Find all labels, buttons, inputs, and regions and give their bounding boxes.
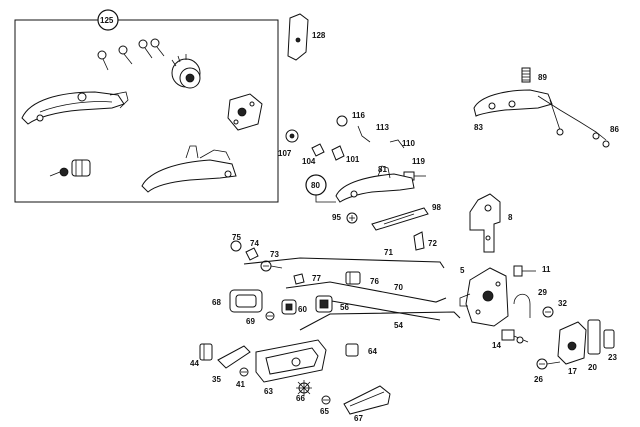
screw-69 — [265, 311, 275, 321]
trim-strip-98 — [371, 207, 429, 231]
outer-handle-inset-left — [21, 91, 129, 125]
callout-69: 69 — [246, 317, 255, 326]
screw-32 — [542, 306, 554, 318]
lock-housing — [227, 93, 263, 131]
callout-75: 75 — [232, 233, 241, 242]
plate-23 — [603, 329, 615, 349]
bracket-128 — [287, 13, 309, 61]
callout-41: 41 — [236, 380, 245, 389]
bolt-14 — [501, 329, 529, 344]
key-113 — [357, 125, 371, 143]
rod-54 — [299, 311, 461, 331]
washer-75 — [230, 240, 242, 252]
callout-81: 81 — [378, 165, 387, 174]
cylinder-insert — [49, 159, 91, 177]
callout-11: 11 — [542, 265, 551, 274]
callout-66: 66 — [296, 394, 305, 403]
callout-70: 70 — [394, 283, 403, 292]
callout-60: 60 — [298, 305, 307, 314]
callout-17: 17 — [568, 367, 577, 376]
lever-35 — [217, 345, 251, 369]
screw-11 — [513, 265, 536, 277]
door-lock-5 — [459, 267, 509, 327]
callout-116: 116 — [352, 111, 365, 120]
screw-73 — [260, 260, 283, 272]
callout-80: 80 — [311, 181, 320, 190]
callout-76: 76 — [370, 277, 379, 286]
callout-110: 110 — [402, 139, 415, 148]
lock-cylinder — [171, 54, 201, 89]
callout-71: 71 — [384, 248, 393, 257]
callout-35: 35 — [212, 375, 221, 384]
clip-77 — [293, 273, 305, 285]
outer-handle-assembly — [473, 89, 610, 148]
spring-89 — [521, 67, 531, 83]
lock-bracket-8 — [469, 193, 501, 253]
callout-26: 26 — [534, 375, 543, 384]
callout-8: 8 — [508, 213, 513, 222]
cap-60 — [281, 299, 297, 315]
lever-72 — [413, 231, 425, 251]
callout-125: 125 — [100, 16, 114, 25]
callout-20: 20 — [588, 363, 597, 372]
callout-98: 98 — [432, 203, 441, 212]
callout-72: 72 — [428, 239, 437, 248]
outer-handle-inset-right — [141, 145, 237, 193]
callout-68: 68 — [212, 298, 221, 307]
outer-handle-81 — [335, 165, 415, 203]
callout-63: 63 — [264, 387, 273, 396]
callout-119: 119 — [412, 157, 425, 166]
callout-5: 5 — [460, 266, 465, 275]
callout-23: 23 — [608, 353, 617, 362]
callout-labels: 125 128 89 83 86 116 113 107 104 101 110… — [100, 16, 619, 423]
clip-29 — [513, 293, 531, 318]
screw-65 — [321, 395, 331, 405]
callout-32: 32 — [558, 299, 567, 308]
clip-76 — [345, 271, 361, 285]
callout-44: 44 — [190, 359, 199, 368]
cap-64 — [345, 343, 359, 357]
washer-66 — [296, 380, 312, 396]
callout-95: 95 — [332, 213, 341, 222]
callout-77: 77 — [312, 274, 321, 283]
rod-70 — [285, 281, 447, 303]
rod-71 — [243, 257, 445, 269]
washer-116 — [336, 115, 348, 127]
striker-17 — [557, 321, 587, 365]
handle-housing-63 — [255, 339, 327, 383]
inner-handle-68 — [229, 289, 263, 313]
callout-83: 83 — [474, 123, 483, 132]
callout-65: 65 — [320, 407, 329, 416]
callout-89: 89 — [538, 73, 547, 82]
key-110 — [389, 139, 405, 149]
callout-86: 86 — [610, 125, 619, 134]
callout-73: 73 — [270, 250, 279, 259]
key-101 — [331, 145, 345, 161]
bezel-44 — [199, 343, 213, 361]
callout-113: 113 — [376, 123, 389, 132]
callout-101: 101 — [346, 155, 360, 164]
callout-74: 74 — [250, 239, 259, 248]
callout-104: 104 — [302, 157, 316, 166]
callout-54: 54 — [394, 321, 403, 330]
callout-29: 29 — [538, 288, 547, 297]
screw-26 — [536, 358, 561, 370]
screw-95 — [346, 212, 358, 224]
clip-104 — [311, 143, 325, 157]
pull-cup-67 — [343, 385, 391, 415]
plate-20 — [587, 319, 601, 355]
cap-56 — [315, 295, 333, 313]
callout-67: 67 — [354, 414, 363, 423]
callout-14: 14 — [492, 341, 501, 350]
callout-64: 64 — [368, 347, 377, 356]
screw-41 — [239, 367, 249, 377]
kit-inset-frame — [14, 19, 279, 203]
callout-circle-125 — [97, 9, 119, 31]
clip-74 — [245, 247, 259, 261]
callout-107: 107 — [278, 149, 292, 158]
callout-56: 56 — [340, 303, 349, 312]
callout-128: 128 — [312, 31, 326, 40]
key-set — [97, 38, 165, 71]
